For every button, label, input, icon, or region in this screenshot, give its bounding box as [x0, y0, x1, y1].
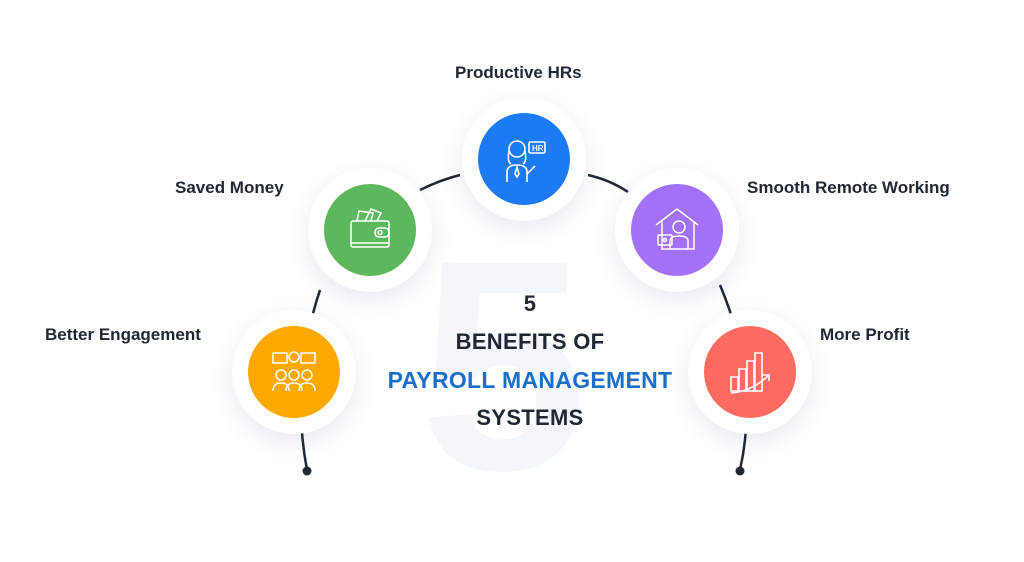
title-line1: BENEFITS OF: [455, 329, 605, 354]
home-laptop-icon: [631, 184, 723, 276]
title-line3: SYSTEMS: [476, 405, 584, 430]
label-productive-hrs: Productive HRs: [455, 63, 582, 82]
wallet-money-icon: [324, 184, 416, 276]
node-better-engagement: [232, 310, 356, 434]
title-line2: PAYROLL MANAGEMENT: [387, 367, 673, 393]
node-smooth-remote-working: [615, 168, 739, 292]
label-more-profit: More Profit: [820, 325, 910, 344]
team-meeting-icon: [248, 326, 340, 418]
label-smooth-remote-working: Smooth Remote Working: [747, 178, 950, 197]
svg-text:HR: HR: [532, 144, 544, 153]
node-more-profit: [688, 310, 812, 434]
title-number: 5: [523, 291, 537, 316]
label-better-engagement: Better Engagement: [45, 325, 201, 344]
node-productive-hrs: HR: [462, 97, 586, 221]
hr-person-icon: HR: [478, 113, 570, 205]
label-saved-money: Saved Money: [175, 178, 284, 197]
title-block: 5 BENEFITS OF PAYROLL MANAGEMENT SYSTEMS: [360, 288, 700, 434]
node-saved-money: [308, 168, 432, 292]
background-number: 5: [420, 197, 587, 533]
growth-chart-icon: [704, 326, 796, 418]
